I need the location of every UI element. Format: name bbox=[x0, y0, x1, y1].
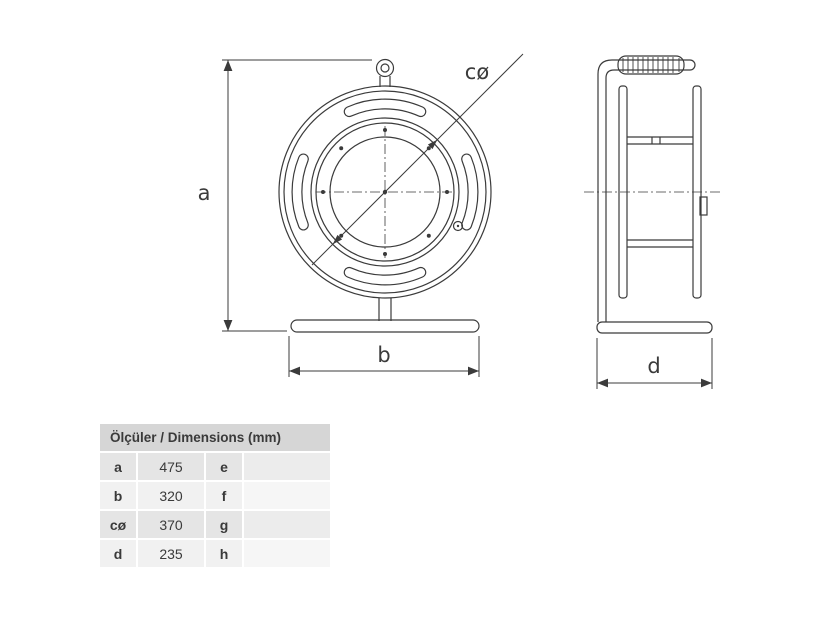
table-row: b 320 f bbox=[100, 482, 330, 509]
frame-tube bbox=[597, 59, 696, 322]
dim-value-f bbox=[244, 482, 330, 509]
dimension-a: a bbox=[198, 59, 372, 332]
front-view bbox=[278, 58, 492, 333]
dim-value-g bbox=[244, 511, 330, 538]
arrowhead bbox=[332, 234, 343, 245]
dim-key-e: e bbox=[206, 453, 242, 480]
stand-base-side bbox=[596, 321, 713, 334]
arrowhead bbox=[427, 139, 438, 150]
dim-key-a: a bbox=[100, 453, 136, 480]
table-row: d 235 h bbox=[100, 540, 330, 567]
eyelet bbox=[375, 58, 395, 87]
dimension-b: b bbox=[288, 336, 480, 377]
dim-value-e bbox=[244, 453, 330, 480]
dim-value-a: 475 bbox=[138, 453, 204, 480]
dim-key-c: cø bbox=[100, 511, 136, 538]
handle-grip bbox=[617, 55, 685, 75]
dimensions-table-header: Ölçüler / Dimensions (mm) bbox=[100, 424, 330, 451]
dim-value-d: 235 bbox=[138, 540, 204, 567]
dimension-b-label: b bbox=[377, 343, 390, 367]
dimension-d: d bbox=[596, 338, 713, 389]
dim-key-f: f bbox=[206, 482, 242, 509]
dim-value-c: 370 bbox=[138, 511, 204, 538]
technical-drawing: a cø b bbox=[198, 53, 720, 389]
table-row: cø 370 g bbox=[100, 511, 330, 538]
dimensions-table: Ölçüler / Dimensions (mm) a 475 e b 320 … bbox=[100, 424, 330, 567]
table-row: a 475 e bbox=[100, 453, 330, 480]
dim-value-h bbox=[244, 540, 330, 567]
dim-key-h: h bbox=[206, 540, 242, 567]
dim-value-b: 320 bbox=[138, 482, 204, 509]
dimension-c: cø bbox=[311, 53, 524, 266]
dimension-c-label: cø bbox=[465, 60, 490, 84]
dim-key-g: g bbox=[206, 511, 242, 538]
side-view bbox=[584, 55, 720, 334]
dim-key-d: d bbox=[100, 540, 136, 567]
cable-outlet bbox=[699, 196, 708, 216]
dim-key-b: b bbox=[100, 482, 136, 509]
screw-detail bbox=[452, 220, 464, 232]
vent-slots bbox=[291, 98, 479, 286]
dimension-a-label: a bbox=[198, 181, 211, 205]
dimension-d-label: d bbox=[647, 354, 660, 378]
drum bbox=[627, 136, 693, 248]
stand-base-front bbox=[290, 298, 480, 333]
